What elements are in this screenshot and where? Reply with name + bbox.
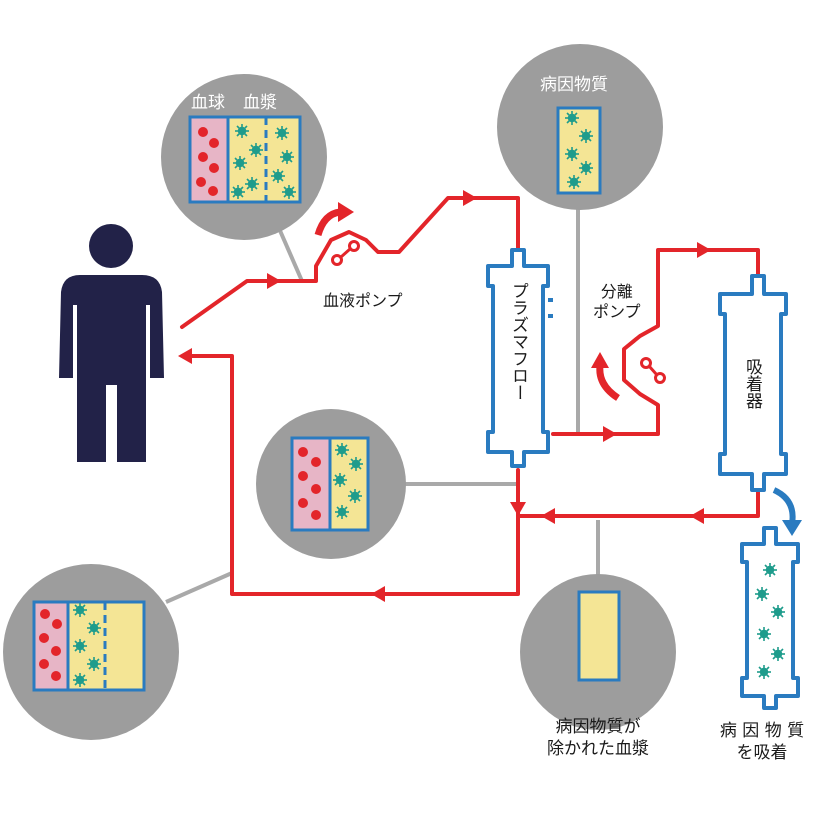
inset-returned (32, 600, 146, 692)
connector-lines (165, 200, 600, 604)
label-cleaned-plasma-line2: 除かれた血漿 (547, 739, 649, 759)
flow-arrow-icon (510, 502, 526, 516)
label-pathogen: 病因物質 (540, 75, 608, 95)
flow-arrow-icon (690, 508, 704, 524)
flow-arrow-icon (463, 190, 477, 206)
return-line-upper (516, 468, 760, 518)
label-cleaned-plasma-line1: 病因物質が (555, 717, 641, 737)
label-separation-pump: 分離 ポンプ (593, 282, 641, 322)
label-adsorber: 吸着器 (742, 358, 762, 409)
label-blood-pump: 血液ポンプ (323, 291, 403, 310)
label-separation-pump-line1: 分離 (600, 282, 633, 301)
label-plasma-filter: プラズマフロー (508, 282, 528, 401)
plasma-filter (486, 248, 553, 468)
plasma-line (551, 248, 760, 436)
label-cleaned-plasma: 病因物質が 除かれた血漿 (528, 716, 668, 760)
rotation-arrow-icon (591, 352, 621, 401)
label-adsorbed-line1: 病 因 物 質 (719, 721, 805, 741)
pump-icon (331, 240, 360, 266)
outflow-line (180, 196, 520, 329)
flow-arrow-icon (267, 273, 281, 289)
pump-icon (640, 357, 666, 384)
rotation-arrow-icon (314, 202, 354, 237)
used-adsorber (740, 526, 800, 710)
person-icon (59, 224, 164, 462)
adsorber (718, 274, 788, 492)
flow-arrows (178, 190, 711, 602)
label-adsorbed: 病 因 物 質 を吸着 (708, 720, 816, 764)
inset-cleaned-plasma (577, 590, 621, 682)
inset-blood (188, 115, 302, 204)
flow-arrow-icon (603, 426, 617, 442)
flow-arrow-icon (697, 242, 711, 258)
inset-pathogen (556, 106, 602, 195)
flow-arrow-icon (371, 586, 385, 602)
label-separation-pump-line2: ポンプ (593, 302, 641, 321)
flow-arrow-icon (178, 348, 192, 364)
transfer-arrow-icon (772, 487, 802, 536)
label-plasma: 血漿 (243, 93, 277, 113)
blood-circuit (180, 196, 760, 596)
flow-arrow-icon (541, 508, 555, 524)
inset-mixed (290, 436, 370, 532)
label-adsorbed-line2: を吸着 (736, 743, 788, 763)
return-line-lower (182, 354, 520, 596)
label-blood-cells: 血球 (191, 93, 225, 113)
